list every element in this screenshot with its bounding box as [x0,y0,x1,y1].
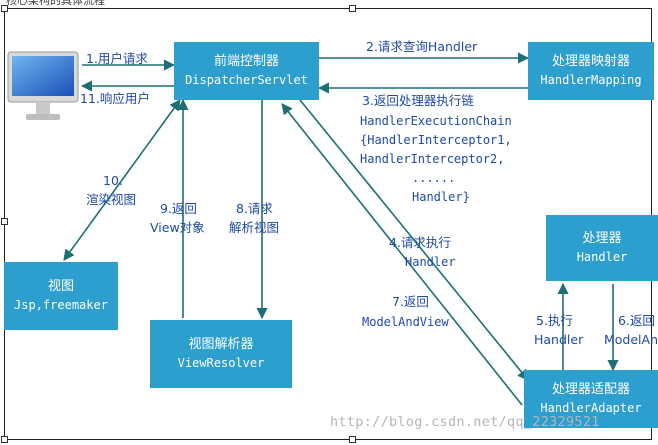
view-resolver-subtitle: ViewResolver [177,356,265,370]
label-step6-line1: 6.返回 [618,313,655,328]
label-step4-line1: 4.请求执行 [389,235,451,250]
handle-bottom-left[interactable] [1,436,8,443]
label-step3-line1: 3.返回处理器执行链 [362,93,474,108]
label-step6-line2: ModelAn [604,332,658,347]
handle-mid-left[interactable] [1,218,8,225]
label-step8-line1: 8.请求 [236,201,273,216]
handler-adapter-subtitle: HandlerAdapter [540,401,642,415]
label-step3-line2: HandlerExecutionChain [360,114,512,128]
view-box[interactable]: 视图 Jsp,freemaker [4,262,118,330]
label-step9-line2: View对象 [150,220,205,235]
label-step5-line2: Handler [534,332,584,347]
label-step7-line1: 7.返回 [392,294,429,309]
view-resolver-box[interactable]: 视图解析器 ViewResolver [150,320,292,388]
view-title: 视图 [47,279,74,294]
label-step3-line3: {HandlerInterceptor1, [360,133,512,147]
label-step5-line1: 5.执行 [536,313,573,328]
dispatcher-title: 前端控制器 [213,54,279,69]
handler-box[interactable]: 处理器 Handler [546,215,658,281]
handler-mapping-subtitle: HandlerMapping [540,73,642,87]
label-step7-line2: ModelAndView [362,315,449,329]
view-subtitle: Jsp,freemaker [14,298,108,312]
handler-title: 处理器 [582,231,622,246]
view-resolver-title: 视图解析器 [188,337,254,352]
handler-subtitle: Handler [576,250,628,264]
label-step4-line2: Handler [405,255,456,269]
arrow-step10 [63,99,181,261]
label-step10-line1: 10. [103,173,123,188]
handler-adapter-title: 处理器适配器 [551,382,630,397]
arrow-step4 [299,99,529,381]
handle-top-left[interactable] [1,5,8,12]
label-step1: 1.用户请求 [86,51,148,66]
label-step2: 2.请求查询Handler [366,39,478,54]
dispatcher-subtitle: DispatcherServlet [185,73,308,87]
top-caption: 核心架构的具体流程 [6,0,105,7]
handle-bottom-mid[interactable] [349,436,356,443]
label-step3-line5: ...... [412,171,456,185]
label-step11: 11.响应用户 [80,91,150,106]
computer-monitor-icon [7,51,79,120]
label-step9-line1: 9.返回 [160,201,197,216]
label-step8-line2: 解析视图 [229,220,280,235]
label-step3-line4: HandlerInterceptor2, [360,152,505,166]
label-step3-line6: Handler} [412,190,470,204]
handler-mapping-box[interactable]: 处理器映射器 HandlerMapping [528,42,654,100]
handler-adapter-box[interactable]: 处理器适配器 HandlerAdapter [524,370,658,428]
watermark: http://blog.csdn.net/qq_22329521 [330,414,600,430]
arrow-step7 [281,103,523,406]
handle-top-mid[interactable] [349,5,356,12]
dispatcher-servlet-box[interactable]: 前端控制器 DispatcherServlet [174,42,319,100]
handler-mapping-title: 处理器映射器 [551,54,630,69]
label-step10-line2: 渲染视图 [86,192,137,207]
